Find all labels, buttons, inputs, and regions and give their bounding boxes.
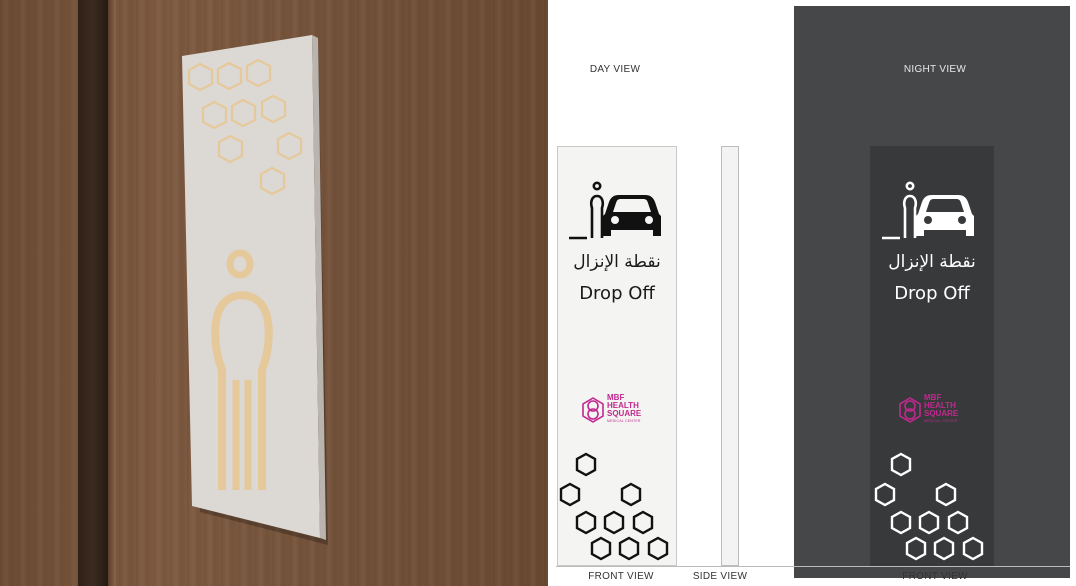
brass-person-icon [211,249,273,490]
day-sign-graphics: MBF HEALTH SQUARE MEDICAL CENTER [559,181,669,561]
logo-line3: SQUARE [607,409,642,418]
ground-line [556,566,1070,567]
brass-hexagon-pattern-icon [187,58,303,196]
wall-plaque-render [182,35,328,545]
day-arabic-text: نقطة الإنزال [573,252,661,272]
night-sign-graphics: MBF HEALTH SQUARE MEDICAL CENTER [874,181,984,561]
logo-line2: HEALTH [607,401,639,410]
hexagon-pattern-icon [874,452,984,561]
door-gap [78,0,108,586]
logo-line2: HEALTH [924,401,956,410]
logo-line1: MBF [607,393,624,402]
door-edge [108,0,116,586]
logo-line3: SQUARE [924,409,959,418]
day-view-label: DAY VIEW [589,64,641,75]
hexagon-pattern-icon [559,452,669,561]
car-icon [603,195,661,236]
logo-line4: MEDICAL CENTER [924,419,958,423]
front-view-label: FRONT VIEW [588,571,654,582]
front-view-label-right: FRONT VIEW [902,571,968,582]
mbf-logo-icon [582,397,604,423]
person-icon [569,181,605,240]
logo-line4: MEDICAL CENTER [607,419,641,423]
mbf-logo-icon [899,397,921,423]
person-icon [882,181,918,240]
plaque [182,35,320,538]
car-icon [916,195,974,236]
night-arabic-text: نقطة الإنزال [888,252,976,272]
night-english-text: Drop Off [894,283,970,304]
side-view-sign [721,146,739,566]
side-view-label: SIDE VIEW [692,571,748,582]
night-view-label: NIGHT VIEW [903,64,967,75]
day-english-text: Drop Off [579,283,655,304]
logo-line1: MBF [924,393,941,402]
